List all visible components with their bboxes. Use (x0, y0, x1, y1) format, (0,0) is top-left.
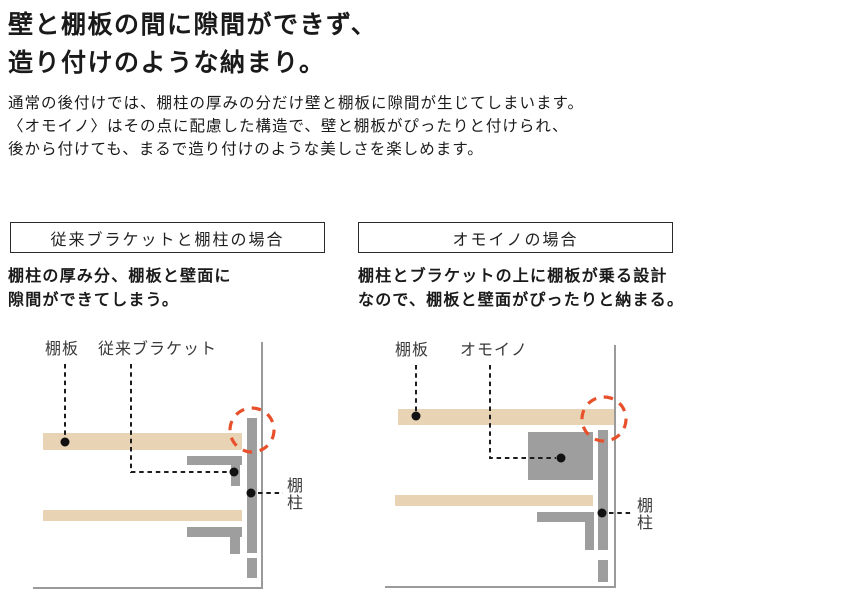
shelf-board-top (398, 409, 614, 425)
wall-and-floor-line (33, 342, 263, 589)
shelf-leader-dot (411, 411, 421, 421)
bracket-label: オモイノ (460, 340, 529, 359)
bracket-bottom-arm (187, 527, 242, 537)
case-label-box-omoino: オモイノの場合 (358, 222, 673, 253)
intro-line-1: 通常の後付けでは、棚柱の厚みの分だけ壁と棚板に隙間が生じてしまいます。 (8, 94, 584, 112)
diagram-conventional: 棚板 従来ブラケット 棚柱 (0, 330, 330, 600)
post-label: 棚柱 (637, 496, 655, 532)
bracket-leader-dot (556, 453, 566, 463)
bracket-leader-dot (229, 467, 239, 477)
description-conventional-line-2: 隙間ができてしまう。 (8, 289, 180, 309)
title-line-2: 造り付けのような納まり。 (8, 48, 326, 77)
shelf-leader-dot (60, 437, 70, 447)
intro-line-3: 後から付けても、まるで造り付けのような美しさを楽しめます。 (8, 140, 484, 158)
intro-paragraph: 通常の後付けでは、棚柱の厚みの分だけ壁と棚板に隙間が生じてしまいます。 〈オモイ… (8, 92, 584, 161)
description-conventional-line-1: 棚柱の厚み分、棚板と壁面に (8, 266, 232, 285)
shelf-board-bottom (395, 495, 593, 506)
description-conventional: 棚柱の厚み分、棚板と壁面に 隙間ができてしまう。 (8, 264, 232, 311)
gap-highlight-circle (228, 406, 276, 454)
diagram-conventional-drawing (33, 342, 283, 589)
shelf-board-bottom (43, 510, 242, 521)
shelf-label: 棚板 (395, 340, 430, 359)
bracket-leader-line (130, 364, 229, 473)
diagram-omoino: 棚板 オモイノ 棚柱 (330, 330, 670, 600)
shelf-post (247, 418, 257, 553)
shelf-label: 棚板 (45, 339, 80, 358)
intro-line-2: 〈オモイノ〉はその点に配慮した構造で、壁と棚板がぴったりと付けられ、 (8, 117, 569, 135)
shelf-post-lower-segment (247, 558, 257, 578)
description-omoino: 棚柱とブラケットの上に棚板が乗る設計 なので、棚板と壁面がぴったりと納まる。 (358, 264, 684, 311)
description-omoino-line-2: なので、棚板と壁面がぴったりと納まる。 (358, 289, 685, 309)
flush-highlight-circle (580, 395, 628, 443)
shelf-post (598, 430, 608, 550)
bracket-bottom (187, 527, 242, 554)
bracket-top-arm (187, 456, 242, 465)
bracket-leader-line (489, 365, 556, 459)
shelf-board-top (43, 433, 242, 450)
wall-and-floor-line (385, 345, 616, 588)
case-label-omoino: オモイノの場合 (452, 229, 579, 249)
post-label: 棚柱 (287, 476, 305, 512)
case-label-conventional: 従来ブラケットと棚柱の場合 (50, 229, 285, 249)
bracket-bottom-arm (537, 512, 594, 522)
post-leader-dot (597, 508, 607, 518)
bracket-bottom (537, 512, 594, 550)
page-title: 壁と棚板の間に隙間ができず、 造り付けのような納まり。 (8, 6, 377, 82)
bracket-bottom-drop (585, 522, 594, 550)
post-leader-dot (246, 488, 256, 498)
description-omoino-line-1: 棚柱とブラケットの上に棚板が乗る設計 (358, 266, 668, 285)
case-label-box-conventional: 従来ブラケットと棚柱の場合 (10, 222, 325, 253)
shelf-post-lower-segment (598, 560, 608, 582)
bracket-bottom-drop (230, 537, 240, 554)
bracket-label: 従来ブラケット (98, 339, 218, 358)
title-line-1: 壁と棚板の間に隙間ができず、 (8, 10, 378, 39)
diagram-omoino-drawing (385, 345, 633, 588)
